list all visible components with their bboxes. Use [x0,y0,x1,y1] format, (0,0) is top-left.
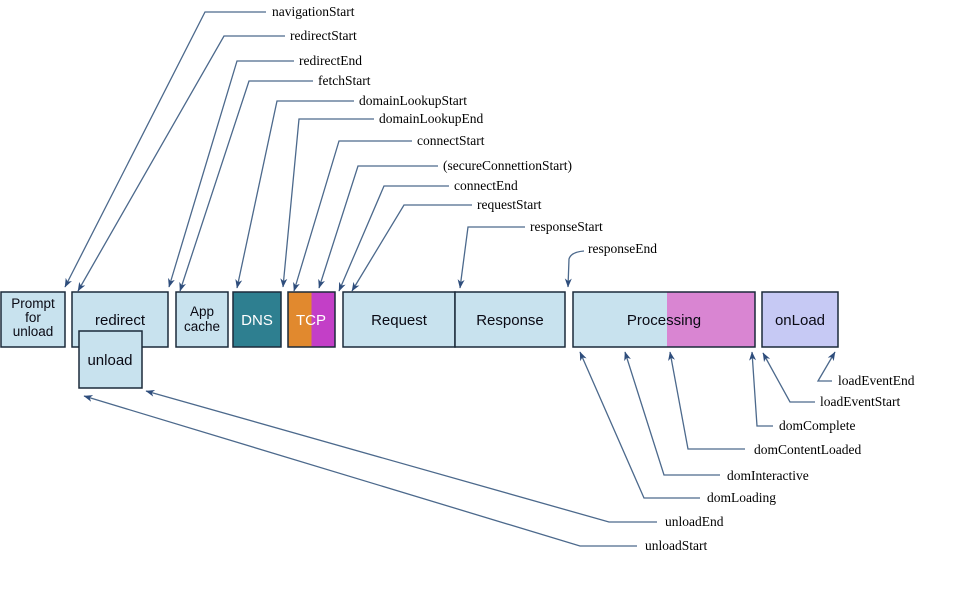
event-labels: navigationStart redirectStart redirectEn… [272,4,915,553]
leader-responseend [564,250,585,288]
leader-unloadend [145,389,657,523]
event-label-domcontentloaded: domContentLoaded [754,442,861,457]
segment-label-unload: unload [87,352,132,369]
leader-lines [64,11,836,547]
segment-box-prompt-for-unload [0,291,66,348]
event-label-connectend: connectEnd [454,178,518,193]
box-labels: Prompt for unload redirect unload App ca… [11,296,825,369]
event-label-loadeventstart: loadEventStart [820,394,900,409]
event-label-redirectstart: redirectStart [290,28,357,43]
leader-domainlookupstart [235,100,354,289]
leader-loadeventstart [762,352,815,403]
leader-navigationstart [64,11,266,288]
leader-requeststart [351,204,472,292]
segment-box-tcp-left [288,292,312,347]
leader-fetchstart [179,80,313,292]
event-label-redirectend: redirectEnd [299,53,362,68]
segment-label-processing: Processing [627,312,701,329]
segment-label-appcache-line2: cache [184,319,220,334]
segment-label-prompt-line3: unload [13,324,54,339]
leader-connectstart [293,140,412,292]
timeline-boxes [0,291,839,389]
event-label-responseend: responseEnd [588,241,657,256]
segment-box-processing-left [573,292,667,347]
leader-domcomplete [749,351,773,427]
event-label-loadeventend: loadEventEnd [838,373,915,388]
segment-box-response [454,291,566,348]
leader-unloadstart [83,395,637,547]
event-label-dominteractive: domInteractive [727,468,809,483]
segment-label-response: Response [476,312,544,329]
segment-label-prompt-line2: for [25,310,41,325]
event-label-connectstart: connectStart [417,133,485,148]
leader-redirectstart [77,35,285,292]
leader-domainlookupend [280,118,374,288]
segment-label-tcp: TCP [296,312,326,329]
leader-redirectend [168,60,294,288]
leader-secureconnectionstart [318,165,438,289]
segment-box-processing-border [572,291,756,348]
event-label-unloadstart: unloadStart [645,538,707,553]
event-label-domainlookupstart: domainLookupStart [359,93,467,108]
segment-box-tcp-right [311,292,335,347]
segment-box-request [342,291,456,348]
leader-loadeventend [816,351,836,382]
event-label-unloadend: unloadEnd [665,514,724,529]
segment-label-redirect: redirect [95,312,146,329]
leader-responsestart [457,226,525,289]
segment-box-onload [761,291,839,348]
segment-box-unload [78,330,143,389]
segment-box-app-cache [175,291,229,348]
segment-label-onload: onLoad [775,312,825,329]
event-label-responsestart: responseStart [530,219,603,234]
segment-label-request: Request [371,312,428,329]
segment-box-tcp-border [287,291,336,348]
segment-label-appcache-line1: App [190,304,214,319]
event-label-domainlookupend: domainLookupEnd [379,111,483,126]
leader-domcontentloaded [668,351,745,450]
segment-label-dns: DNS [241,312,273,329]
leader-connectend [338,185,449,292]
leader-domloading [579,351,700,499]
segment-box-processing-right [667,292,755,347]
leader-dominteractive [624,351,720,476]
event-label-secureconnectionstart: (secureConnettionStart) [443,158,572,173]
event-label-requeststart: requestStart [477,197,542,212]
box-labels-light: DNS TCP [241,312,326,329]
event-label-fetchstart: fetchStart [318,73,371,88]
segment-label-prompt-line1: Prompt [11,296,55,311]
event-label-domloading: domLoading [707,490,776,505]
event-label-domcomplete: domComplete [779,418,856,433]
event-label-navigationstart: navigationStart [272,4,355,19]
segment-box-dns [232,291,282,348]
